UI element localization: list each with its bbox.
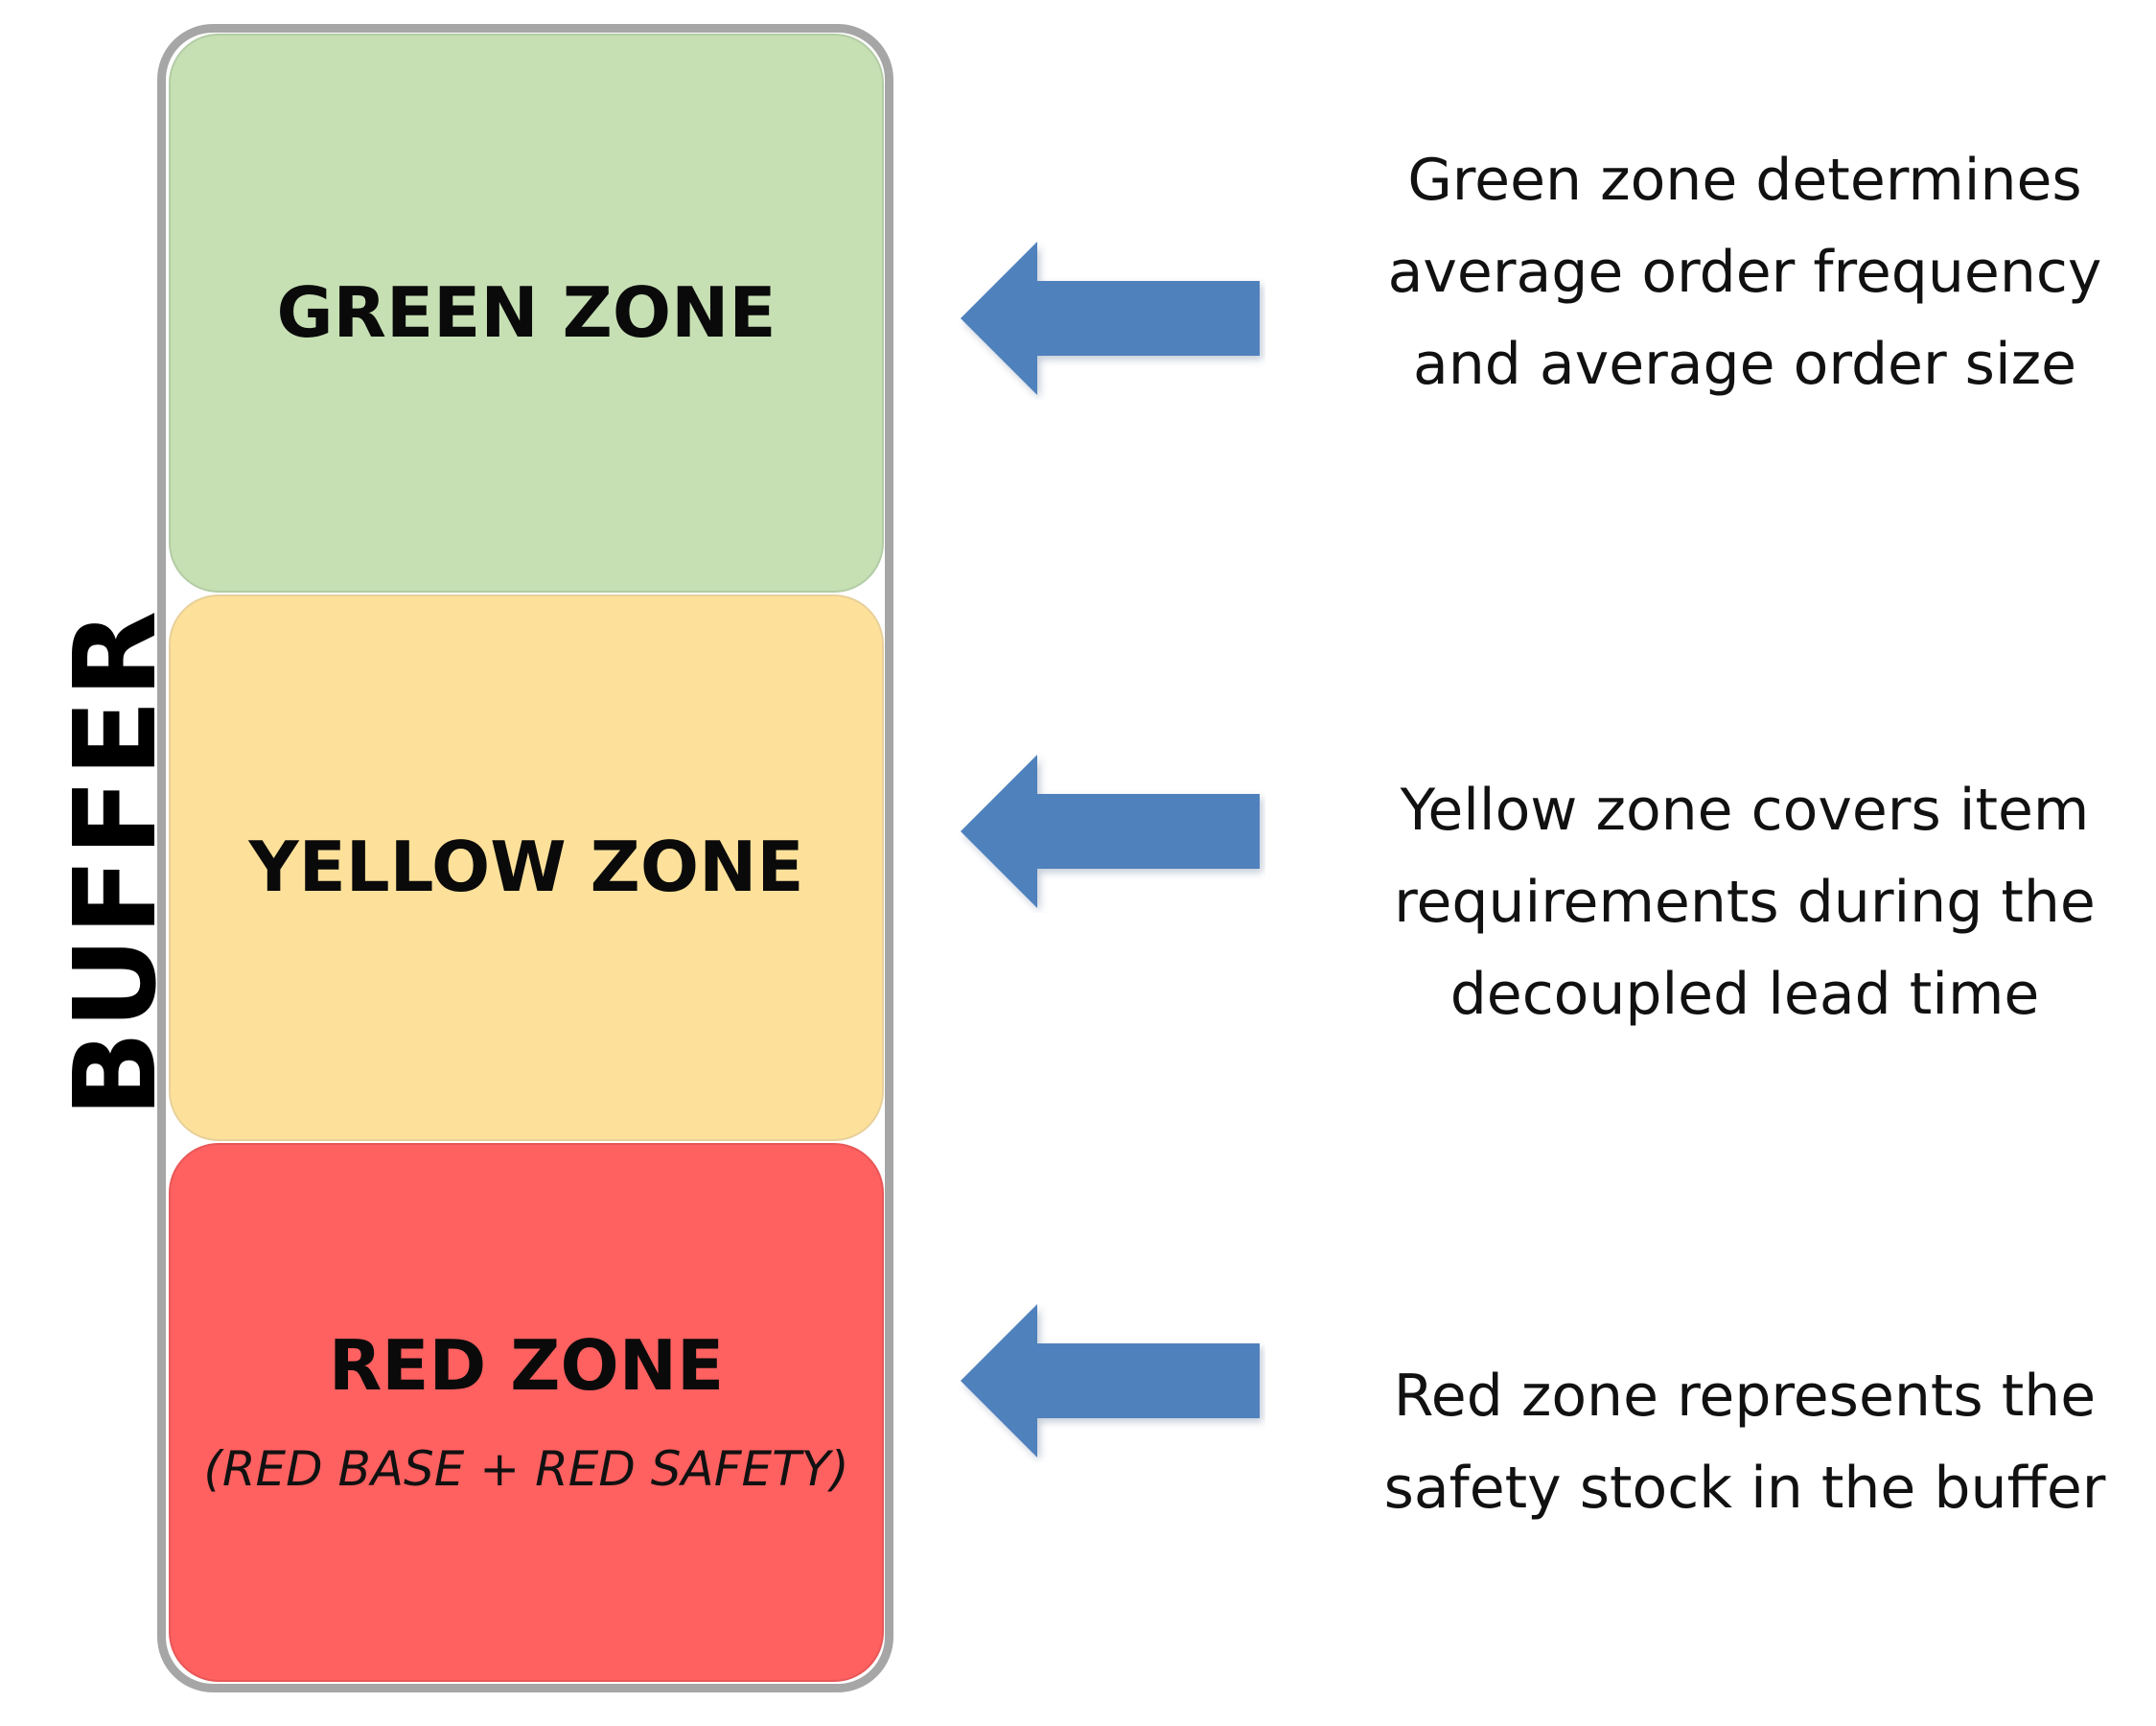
description-line: Red zone represents the	[1393, 1363, 2097, 1430]
description-line: requirements during the	[1394, 869, 2096, 936]
yellow-zone-description: Yellow zone covers item requirements dur…	[1342, 764, 2147, 1040]
description-line: safety stock in the buffer	[1383, 1455, 2106, 1522]
green-zone: GREEN ZONE	[169, 34, 884, 593]
red-zone-subtitle: (RED BASE + RED SAFETY)	[203, 1440, 849, 1497]
arrow-shape	[961, 755, 1260, 908]
arrow-shape	[961, 242, 1260, 395]
description-line: decoupled lead time	[1449, 961, 2040, 1028]
arrow-left-icon	[959, 237, 1265, 400]
arrow-shape	[961, 1304, 1260, 1458]
yellow-zone: YELLOW ZONE	[169, 595, 884, 1141]
arrow-left-icon	[959, 750, 1265, 913]
green-zone-description: Green zone determines average order freq…	[1342, 134, 2147, 410]
arrow-left-icon	[959, 1299, 1265, 1462]
description-line: average order frequency	[1387, 239, 2102, 306]
green-zone-title: GREEN ZONE	[276, 271, 777, 353]
red-zone-title: RED ZONE	[328, 1325, 725, 1407]
description-line: and average order size	[1412, 331, 2077, 398]
description-line: Yellow zone covers item	[1400, 777, 2090, 844]
description-line: Green zone determines	[1407, 147, 2082, 214]
buffer-label: BUFFER	[49, 608, 181, 1118]
yellow-zone-title: YELLOW ZONE	[248, 827, 804, 908]
red-zone-description: Red zone represents the safety stock in …	[1342, 1350, 2147, 1534]
red-zone: RED ZONE (RED BASE + RED SAFETY)	[169, 1143, 884, 1682]
